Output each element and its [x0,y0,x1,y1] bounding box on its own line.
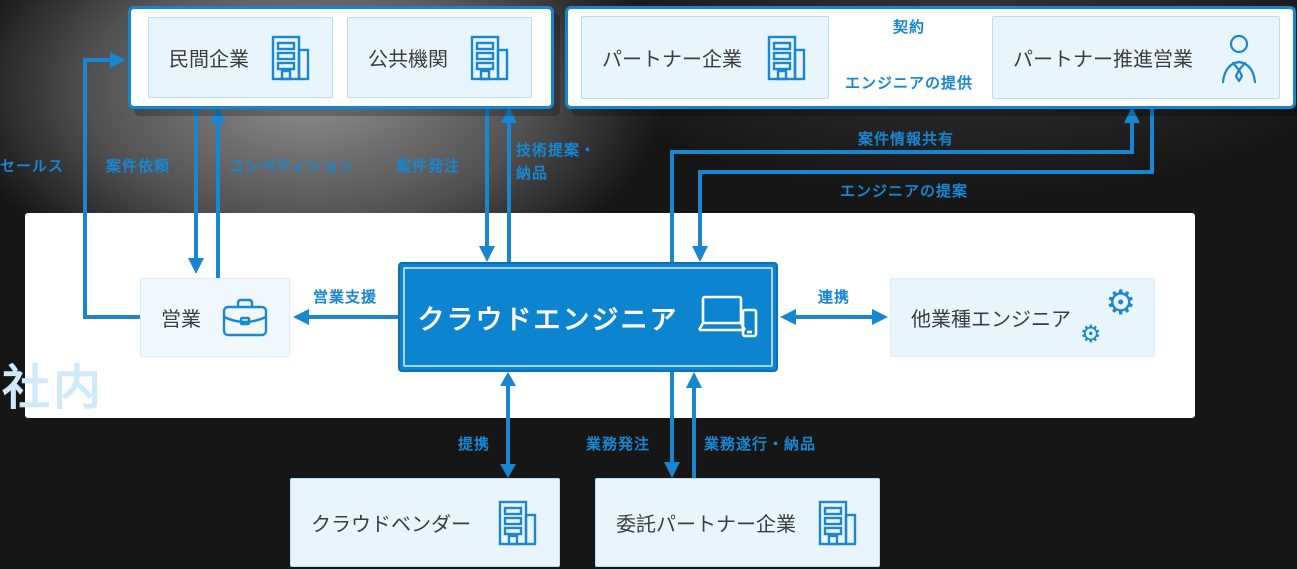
node-cloud-engineer: クラウドエンジニア [398,262,778,372]
edge-label-work-execution-delivery: 業務遂行・納品 [704,435,817,453]
edge-label-sales-activity: セールス [0,157,65,175]
node-sales: 営業 [140,278,290,357]
laptop-phone-icon [697,295,757,338]
edge-label-contract: 契約 [893,18,926,36]
outsourcing-partner-label: 委託パートナー企業 [616,512,796,536]
node-public-institution: 公共機関 [347,17,532,98]
other-industry-engineer-label: 他業種エンジニア [911,307,1071,331]
public-institution-label: 公共機関 [368,47,448,71]
node-private-company: 民間企業 [148,17,333,98]
edge-label-alliance: 提携 [458,435,491,453]
edge-label-engineer-supply: エンジニアの提供 [845,74,974,92]
partner-company-label: パートナー企業 [602,47,742,71]
customers-group: 民間企業 公共機関 [128,6,554,109]
cloud-vendor-label: クラウドベンダー [311,512,471,536]
node-other-industry-engineer: 他業種エンジニア ⚙⚙ [890,278,1155,357]
node-cloud-vendor: クラウドベンダー [290,478,560,567]
partner-group: パートナー企業 パートナー推進営業 [565,6,1296,109]
cloud-engineer-label: クラウドエンジニア [417,304,679,336]
edge-label-competition: コンペティション [228,157,356,175]
edge-label-tech-proposal-delivery: 技術提案・ 納品 [516,141,597,183]
node-outsourcing-partner: 委託パートナー企業 [595,478,880,567]
edge-label-work-order: 業務発注 [586,435,651,453]
business-person-icon [1221,34,1257,83]
edge-label-engineer-proposal: エンジニアの提案 [840,182,969,200]
edge-label-project-request: 案件依頼 [106,157,171,175]
building-icon [767,35,806,80]
private-company-label: 民間企業 [169,47,249,71]
building-icon [818,500,857,545]
edge-label-project-order: 案件発注 [396,157,461,175]
building-icon [271,35,310,80]
zone-label-shanai: 社内 [2,360,105,416]
edge-label-collaboration: 連携 [818,288,851,306]
sales-label: 営業 [161,307,201,331]
building-icon [470,35,509,80]
edge-label-sales-support: 営業支援 [313,288,378,306]
partner-promotion-sales-label: パートナー推進営業 [1013,47,1193,71]
briefcase-icon [222,298,268,336]
edge-label-project-info-sharing: 案件情報共有 [858,130,955,148]
node-partner-company: パートナー企業 [581,16,829,99]
node-partner-promotion-sales: パートナー推進営業 [992,16,1280,99]
building-icon [498,500,537,545]
gears-icon: ⚙⚙ [1080,282,1136,348]
